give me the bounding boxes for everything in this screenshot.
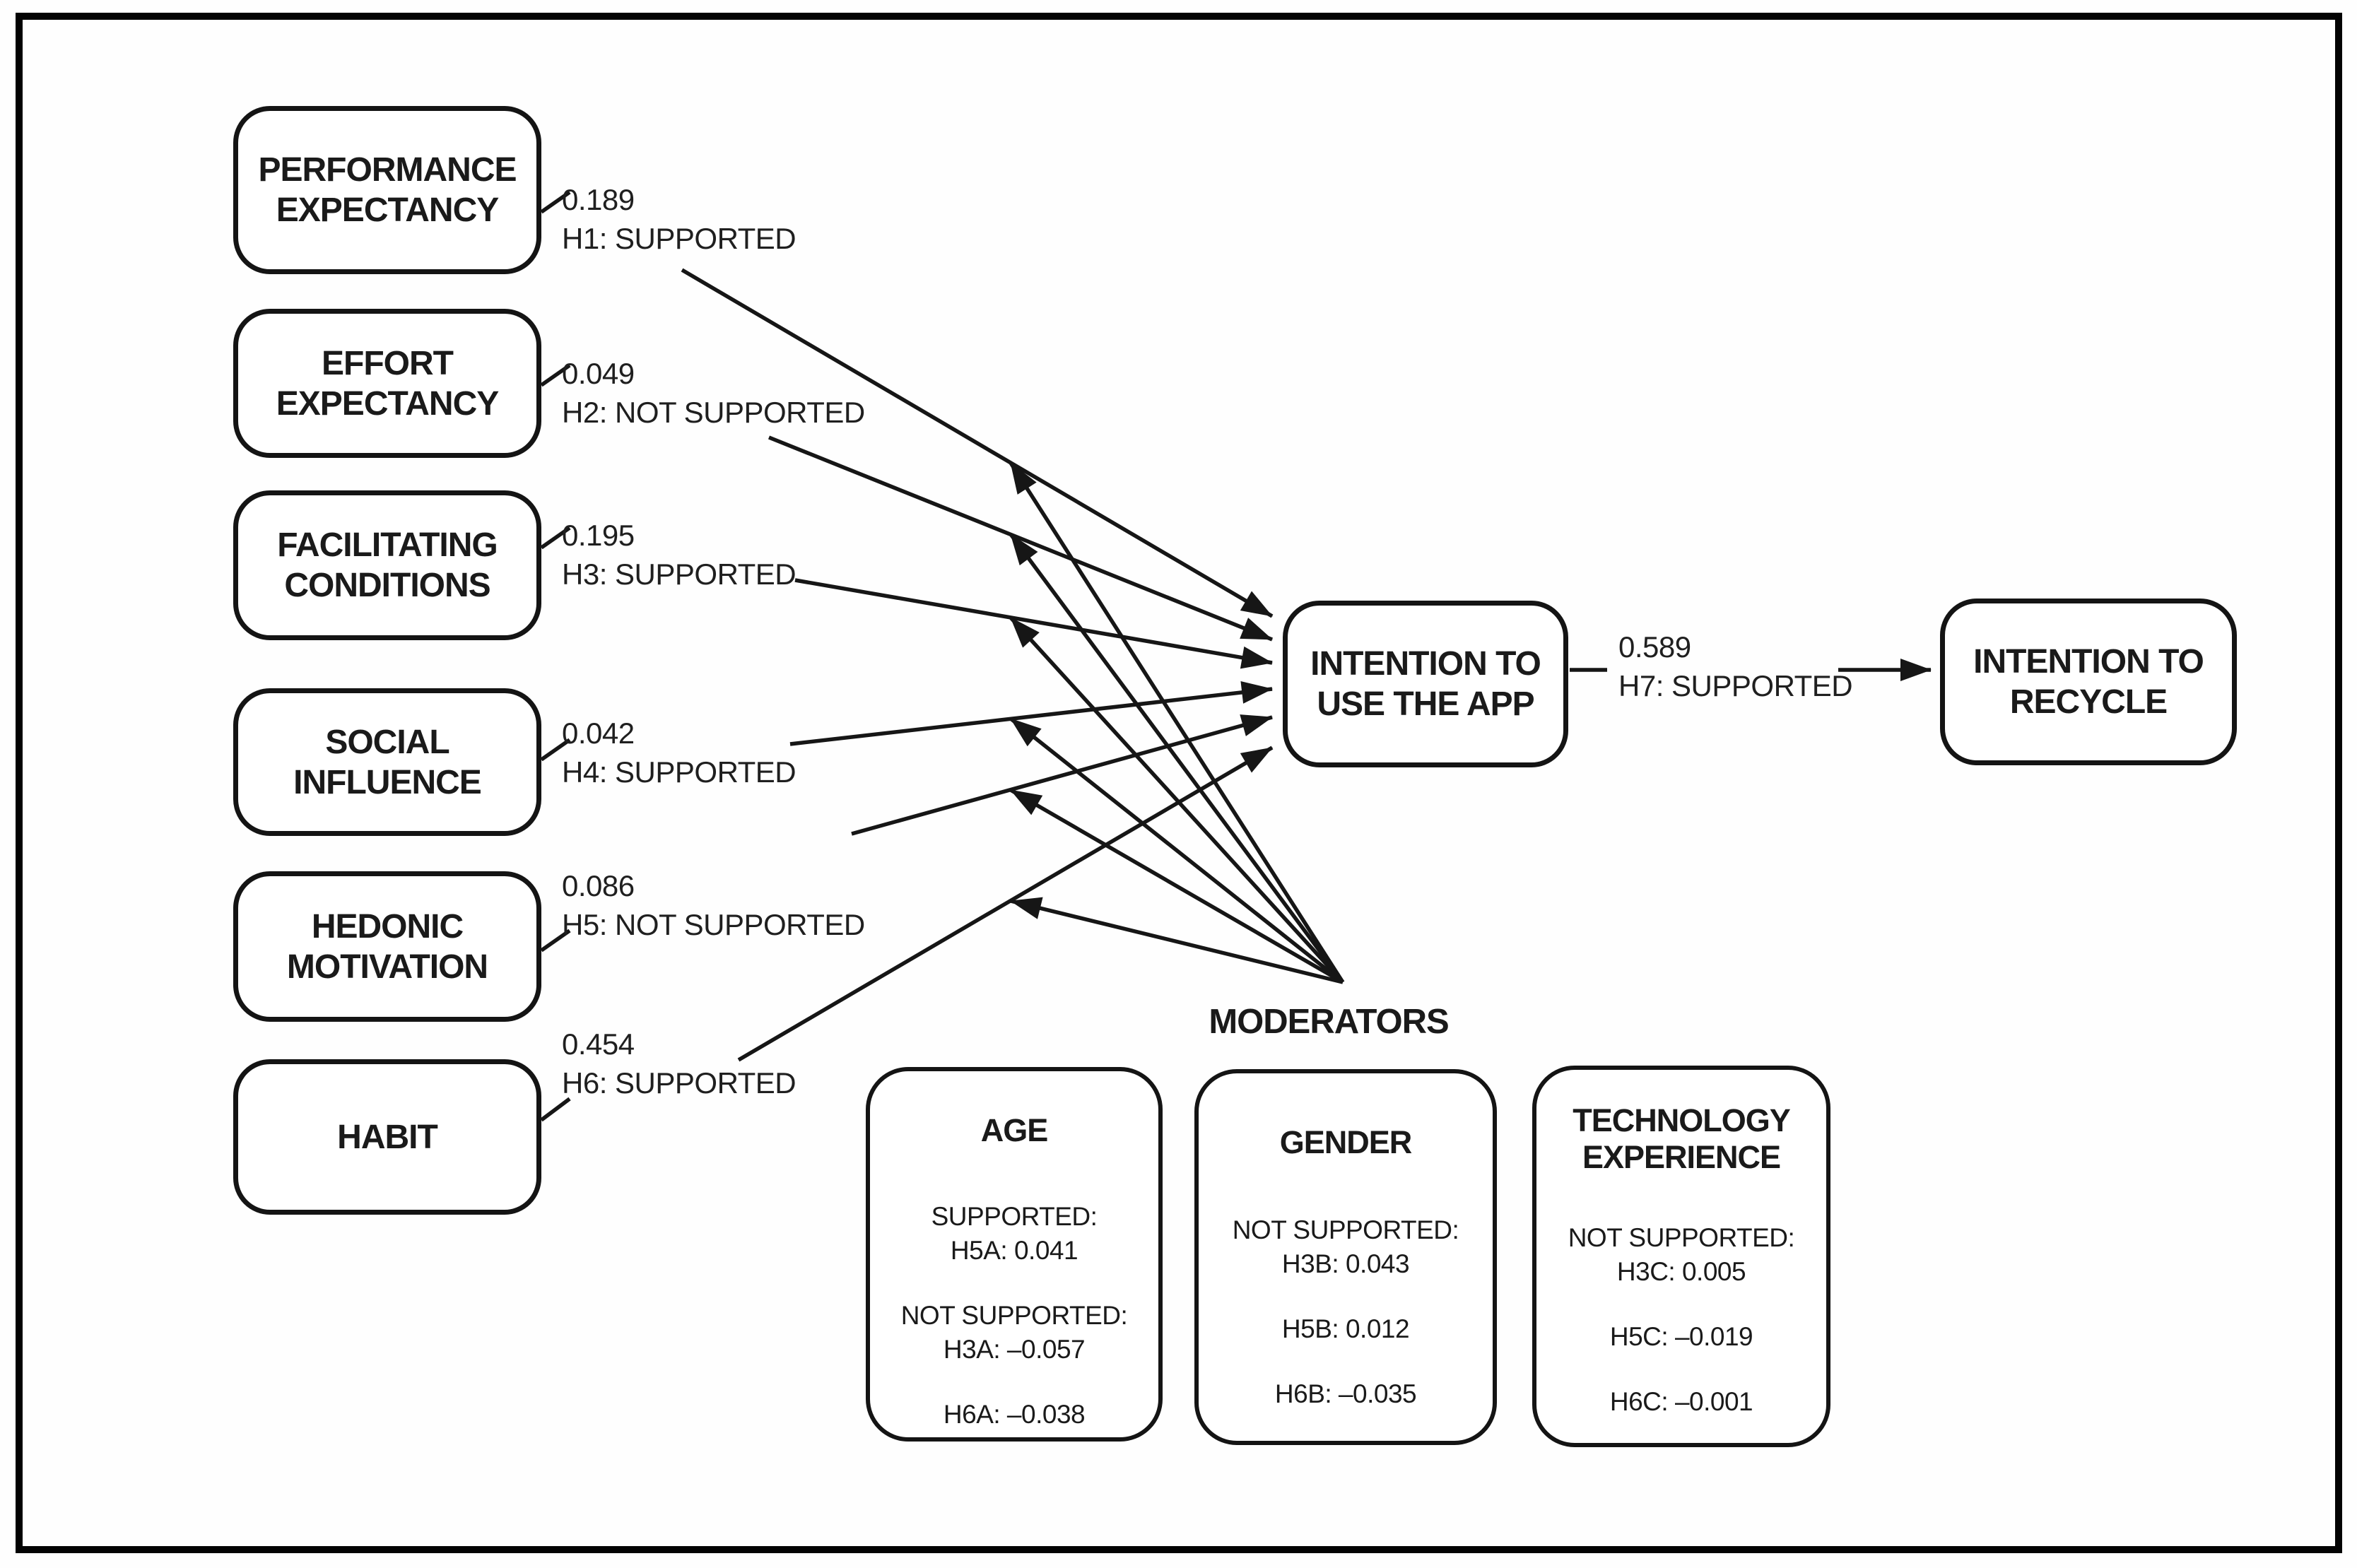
construct-label: SOCIAL INFLUENCE xyxy=(293,723,482,801)
moderators-heading: MODERATORS xyxy=(1209,1003,1449,1041)
moderator-title: TECHNOLOGY EXPERIENCE xyxy=(1573,1102,1791,1175)
moderator-arrow-1 xyxy=(1009,461,1345,984)
path-coefficient: 0.589 xyxy=(1618,630,1691,664)
hypothesis-status: H2: NOT SUPPORTED xyxy=(562,396,865,429)
construct-box-performance-expectancy: PERFORMANCE EXPECTANCY xyxy=(233,106,541,274)
moderator-title: AGE xyxy=(980,1112,1049,1148)
moderator-row: H5C: –0.019 xyxy=(1609,1322,1753,1351)
moderator-row: SUPPORTED: xyxy=(931,1202,1098,1231)
path-annotation-h4: 0.042 H4: SUPPORTED xyxy=(562,714,797,791)
moderator-row: H6C: –0.001 xyxy=(1609,1387,1753,1416)
moderator-row: H3B: 0.043 xyxy=(1281,1249,1410,1278)
construct-label: HABIT xyxy=(337,1118,438,1156)
moderator-row: NOT SUPPORTED: xyxy=(1568,1223,1795,1252)
connector-tick-h3 xyxy=(540,526,571,550)
moderator-row: H3C: 0.005 xyxy=(1616,1257,1746,1286)
moderator-arrow-3 xyxy=(1009,616,1345,984)
hypothesis-status: H1: SUPPORTED xyxy=(562,222,797,255)
diagram-border-frame xyxy=(16,13,2342,1553)
outcome-box-intention-to-recycle: INTENTION TO RECYCLE xyxy=(1940,599,2237,765)
hypothesis-status: H3: SUPPORTED xyxy=(562,558,797,591)
path-arrow-h6-habit xyxy=(737,745,1274,1062)
moderator-row: H3A: –0.057 xyxy=(943,1335,1086,1364)
path-arrow-h5-hedonic xyxy=(851,714,1273,836)
construct-label: HEDONIC MOTIVATION xyxy=(286,907,488,986)
path-annotation-h2: 0.049 H2: NOT SUPPORTED xyxy=(562,354,865,432)
connector-tick-h6 xyxy=(540,1097,571,1122)
connector-tick-h4 xyxy=(540,738,571,762)
construct-label: EFFORT EXPECTANCY xyxy=(276,344,500,423)
path-arrow-h4-social xyxy=(789,680,1273,746)
connector-tick-h2 xyxy=(540,363,571,387)
construct-label: PERFORMANCE EXPECTANCY xyxy=(258,151,517,229)
moderator-row: H5B: 0.012 xyxy=(1281,1314,1410,1343)
path-coefficient: 0.086 xyxy=(562,869,635,902)
hypothesis-status: H7: SUPPORTED xyxy=(1618,669,1853,702)
path-coefficient: 0.195 xyxy=(562,519,635,552)
moderator-row: H6A: –0.038 xyxy=(943,1400,1086,1429)
path-coefficient: 0.042 xyxy=(562,717,635,750)
connector-tick-h1 xyxy=(540,190,571,214)
moderator-row: NOT SUPPORTED: xyxy=(900,1301,1128,1330)
outcome-label: INTENTION TO RECYCLE xyxy=(1973,643,2204,721)
path-annotation-h5: 0.086 H5: NOT SUPPORTED xyxy=(562,866,865,944)
path-arrow-h3-facilitating xyxy=(794,578,1273,669)
hypothesis-status: H5: NOT SUPPORTED xyxy=(562,908,865,941)
moderator-title: GENDER xyxy=(1279,1124,1413,1160)
moderator-row: H6B: –0.035 xyxy=(1274,1379,1417,1408)
moderator-arrow-2 xyxy=(1009,533,1345,984)
construct-label: FACILITATING CONDITIONS xyxy=(277,526,498,604)
moderator-arrow-5 xyxy=(1009,788,1344,984)
construct-box-hedonic-motivation: HEDONIC MOTIVATION xyxy=(233,871,541,1022)
path-annotation-h1: 0.189 H1: SUPPORTED xyxy=(562,180,797,258)
path-coefficient: 0.189 xyxy=(562,183,635,216)
moderator-row: H5A: 0.041 xyxy=(950,1236,1078,1265)
construct-box-social-influence: SOCIAL INFLUENCE xyxy=(233,688,541,836)
moderator-box-age: AGE SUPPORTED: H5A: 0.041 NOT SUPPORTED:… xyxy=(866,1067,1163,1442)
construct-box-facilitating-conditions: FACILITATING CONDITIONS xyxy=(233,490,541,640)
outcome-box-intention-to-use-app: INTENTION TO USE THE APP xyxy=(1283,601,1568,767)
path-annotation-h3: 0.195 H3: SUPPORTED xyxy=(562,516,797,594)
path-annotation-h6: 0.454 H6: SUPPORTED xyxy=(562,1025,797,1102)
hypothesis-status: H6: SUPPORTED xyxy=(562,1066,797,1100)
moderator-arrow-4 xyxy=(1009,717,1344,984)
construct-box-habit: HABIT xyxy=(233,1059,541,1215)
path-coefficient: 0.049 xyxy=(562,357,635,390)
path-arrow-h1-performance xyxy=(681,268,1274,618)
hypothesis-status: H4: SUPPORTED xyxy=(562,755,797,789)
path-annotation-h7: 0.589 H7: SUPPORTED xyxy=(1618,627,1853,705)
moderator-arrow-6 xyxy=(1010,897,1344,984)
moderator-box-gender: GENDER NOT SUPPORTED: H3B: 0.043 H5B: 0.… xyxy=(1194,1069,1497,1445)
outcome-label: INTENTION TO USE THE APP xyxy=(1310,645,1541,723)
construct-box-effort-expectancy: EFFORT EXPECTANCY xyxy=(233,309,541,458)
connector-tick-h5 xyxy=(540,929,571,953)
moderator-box-technology-experience: TECHNOLOGY EXPERIENCE NOT SUPPORTED: H3C… xyxy=(1532,1066,1830,1447)
moderator-row: NOT SUPPORTED: xyxy=(1232,1215,1459,1244)
path-coefficient: 0.454 xyxy=(562,1027,635,1061)
